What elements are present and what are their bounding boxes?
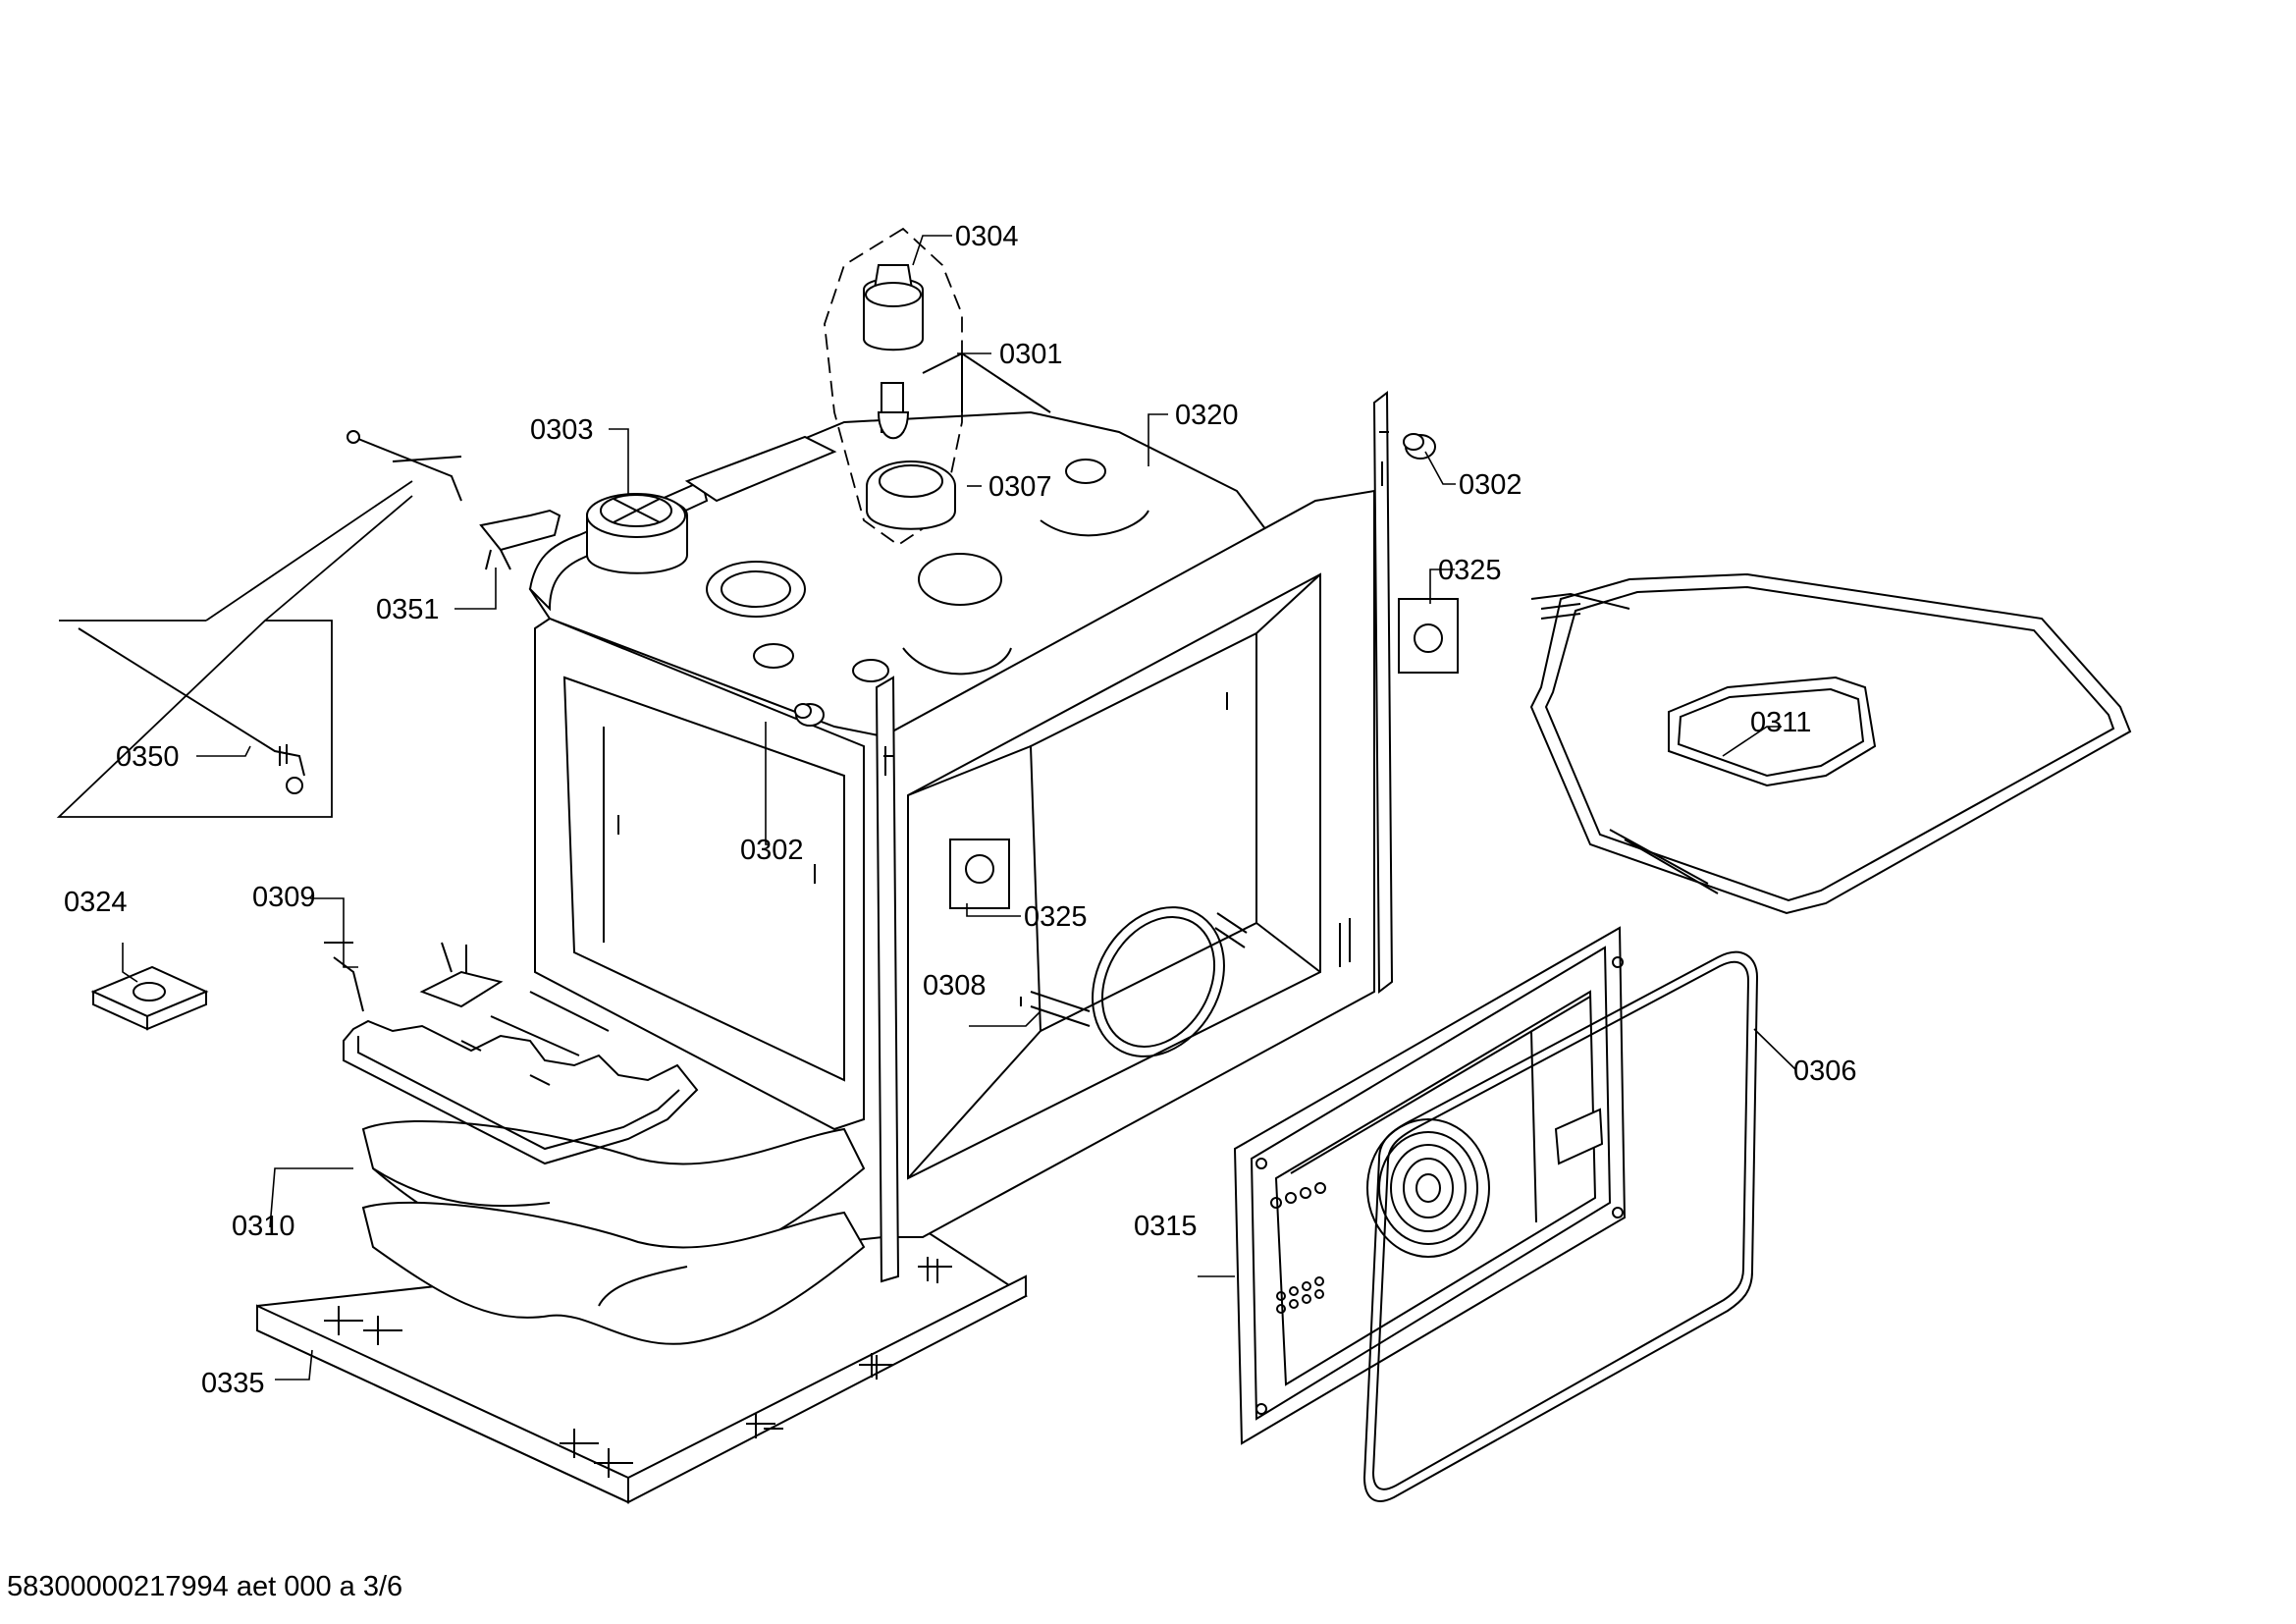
label-0303: 0303 <box>530 414 594 446</box>
label-0350: 0350 <box>116 741 180 773</box>
insulation-mat-part <box>361 1119 866 1345</box>
lamp-holder-right-part <box>1403 433 1436 460</box>
label-0308: 0308 <box>923 970 987 1001</box>
square-pad-part <box>90 965 209 1031</box>
label-0351: 0351 <box>376 594 440 625</box>
label-0335: 0335 <box>201 1368 265 1399</box>
label-0309: 0309 <box>252 882 316 913</box>
lamp-assembly-part <box>824 227 1051 547</box>
label-0307: 0307 <box>988 471 1052 503</box>
plug-cavity-part <box>794 703 825 727</box>
cover-right-part <box>1398 598 1459 674</box>
sensor-inset-part <box>56 480 413 818</box>
label-0325-right: 0325 <box>1438 555 1502 586</box>
ring-heating-element-part <box>1020 906 1248 1057</box>
fan-motor-part <box>586 493 688 574</box>
label-0311: 0311 <box>1750 707 1811 738</box>
label-0320: 0320 <box>1175 400 1239 431</box>
document-code: 58300000217994 aet 000 a 3/6 <box>7 1571 402 1602</box>
label-0310: 0310 <box>232 1211 295 1242</box>
label-0301: 0301 <box>999 339 1063 370</box>
label-0302-cavity: 0302 <box>740 835 804 866</box>
back-panel-part <box>1233 926 1627 1445</box>
cover-front-part <box>949 839 1010 909</box>
leader-lines <box>122 235 1797 1380</box>
bracket-part <box>347 430 561 570</box>
oven-cavity-part <box>528 390 1394 1283</box>
label-0306: 0306 <box>1793 1056 1857 1087</box>
bottom-heating-element-part <box>324 942 699 1165</box>
door-seal-part <box>1362 950 1759 1502</box>
grill-element-part <box>1529 572 2132 915</box>
label-0324: 0324 <box>64 887 128 918</box>
label-0325-front: 0325 <box>1024 901 1088 933</box>
label-0315: 0315 <box>1134 1211 1198 1242</box>
base-plate-part <box>256 1230 1029 1504</box>
label-0302-right: 0302 <box>1459 469 1522 501</box>
label-0304: 0304 <box>955 221 1019 252</box>
